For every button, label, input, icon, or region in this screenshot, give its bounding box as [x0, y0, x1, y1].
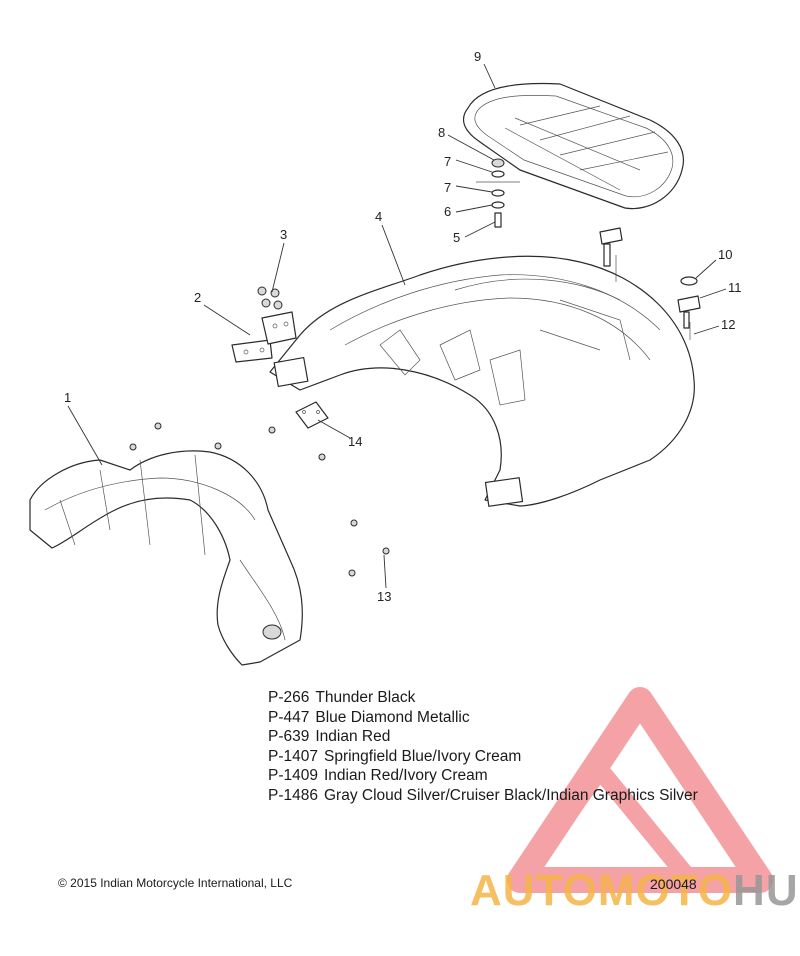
callout-14: 14 [348, 434, 362, 449]
callout-8: 8 [438, 125, 445, 140]
paint-name: Indian Red [315, 728, 391, 745]
part-hinge-bracket [231, 311, 297, 363]
callout-10: 10 [718, 247, 732, 262]
paint-code-item: P-266 Thunder Black [268, 688, 698, 708]
watermark-triangle [507, 687, 773, 893]
paint-code-item: P-1407 Springfield Blue/Ivory Cream [268, 747, 698, 767]
paint-code: P-639 [268, 728, 310, 745]
callout-7b: 7 [444, 180, 451, 195]
part-plate [295, 401, 329, 429]
callout-5: 5 [453, 230, 460, 245]
callout-7a: 7 [444, 154, 451, 169]
watermark-text-part1: AUTOMOTO [470, 866, 734, 915]
part-trunk-shell [269, 255, 695, 507]
paint-code: P-266 [268, 689, 310, 706]
paint-name: Gray Cloud Silver/Cruiser Black/Indian G… [323, 786, 698, 804]
callout-4: 4 [375, 209, 382, 224]
part-backrest-pad [29, 450, 303, 666]
paint-name: Blue Diamond Metallic [315, 708, 470, 726]
part-luggage-rack [462, 82, 684, 210]
paint-code: P-447 [268, 708, 310, 726]
callout-9: 9 [474, 49, 481, 64]
callout-1: 1 [64, 390, 71, 405]
watermark-text-part2: HUB [733, 866, 800, 915]
paint-code-item: P-1409 Indian Red/Ivory Cream [268, 766, 698, 786]
paint-code-list: P-266 Thunder Black P-447 Blue Diamond Met… [268, 688, 698, 805]
part-hardware-stack [476, 158, 520, 228]
callout-11: 11 [728, 280, 742, 295]
part-screws [129, 422, 390, 577]
callout-13: 13 [377, 589, 391, 604]
watermark-logo-text: AUTOMOTOHUB [470, 866, 800, 916]
copyright-notice: © 2015 Indian Motorcycle International, … [58, 876, 293, 890]
callout-6: 6 [444, 204, 451, 219]
leader-lines [67, 63, 727, 589]
paint-code: P-1486 [268, 786, 318, 804]
part-nuts [257, 286, 283, 310]
paint-code: P-1409 [268, 767, 318, 784]
callout-2: 2 [194, 290, 201, 305]
paint-code-item: P-1486 Gray Cloud Silver/Cruiser Black/In… [268, 786, 698, 806]
document-number: 200048 [650, 876, 697, 892]
callout-3: 3 [280, 227, 287, 242]
paint-code-item: P-447 Blue Diamond Metallic [268, 708, 698, 728]
paint-name: Indian Red/Ivory Cream [323, 767, 488, 784]
part-latch-hardware [599, 227, 701, 340]
paint-name: Thunder Black [315, 689, 416, 706]
paint-code-item: P-639 Indian Red [268, 727, 698, 747]
callout-numbers: 1 2 3 4 5 6 7 7 8 9 10 11 12 13 14 [64, 49, 742, 604]
paint-code: P-1407 [268, 747, 318, 765]
callout-12: 12 [721, 317, 735, 332]
paint-name: Springfield Blue/Ivory Cream [323, 747, 522, 765]
